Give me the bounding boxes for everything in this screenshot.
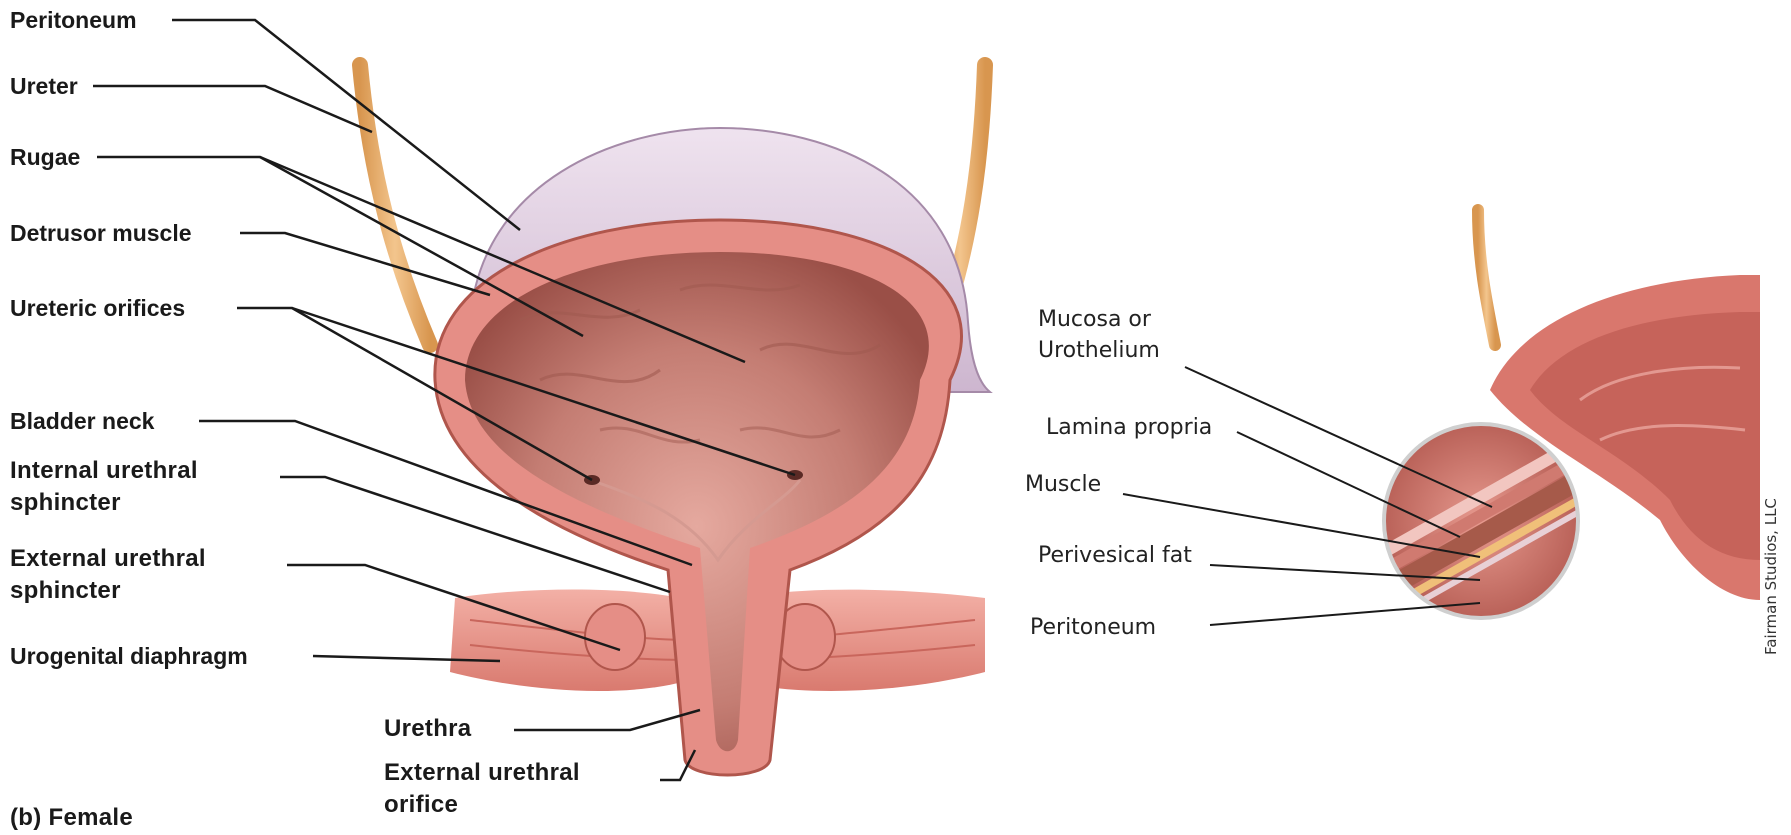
label-peritoneum: Peritoneum [10, 4, 137, 36]
label-mucosa: Mucosa or Urothelium [1038, 304, 1198, 366]
label-external-urethral-orifice: External urethral orifice [384, 757, 654, 821]
zoom-circle [1370, 424, 1600, 630]
label-ureteric-orifices: Ureteric orifices [10, 292, 185, 324]
label-ureter: Ureter [10, 70, 78, 102]
label-detrusor-muscle: Detrusor muscle [10, 217, 192, 249]
label-lamina-propria: Lamina propria [1046, 412, 1212, 443]
label-external-urethral-sphincter: External urethral sphincter [10, 543, 280, 607]
leader-urethra [514, 710, 700, 730]
image-credit: Fairman Studios, LLC [1762, 498, 1780, 655]
leader-ureter [93, 86, 372, 132]
label-rugae: Rugae [10, 141, 80, 173]
leader-peritoneum [172, 20, 520, 230]
label-perivesical-fat: Perivesical fat [1038, 540, 1192, 571]
leader-peritoneum-r [1210, 603, 1480, 625]
caption-female: (b) Female [10, 802, 133, 834]
label-bladder-neck: Bladder neck [10, 405, 154, 437]
label-urogenital-diaphragm: Urogenital diaphragm [10, 640, 248, 672]
label-internal-urethral-sphincter: Internal urethral sphincter [10, 455, 270, 519]
label-peritoneum-right: Peritoneum [1030, 612, 1156, 643]
label-muscle: Muscle [1025, 469, 1101, 500]
label-urethra: Urethra [384, 713, 471, 745]
